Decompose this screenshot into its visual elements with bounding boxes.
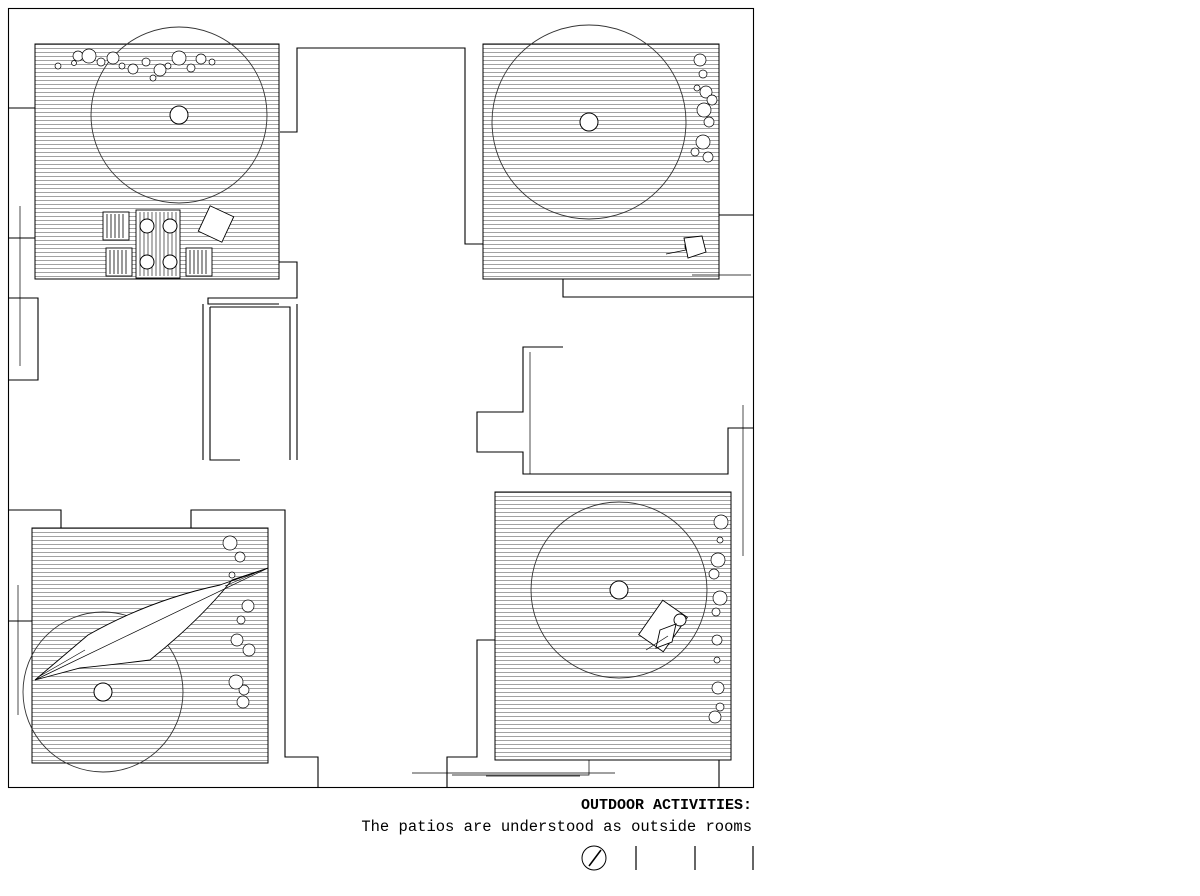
patio-top-right [482,24,720,280]
planting-border [222,535,256,709]
tree-trunk [169,105,189,125]
dining-set [102,205,235,279]
patio-bottom-left [22,527,269,773]
caption-title: OUTDOOR ACTIVITIES: [580,797,752,814]
tree-canopy [90,26,268,204]
site-boundary [7,7,755,789]
chair [197,205,235,243]
planting-border [54,48,216,82]
north-arrow-icon [581,845,607,871]
tree-canopy [491,24,687,220]
tree-trunk [93,682,113,702]
standing-person [665,235,707,259]
scale-bar-icon [635,846,754,870]
tree-trunk [609,580,629,600]
tree-canopy [22,611,184,773]
walls [8,47,753,787]
sun-lounger [638,599,688,653]
patio-bottom-right [494,491,732,761]
patio-top-left [34,26,280,280]
tree-canopy [530,501,708,679]
planting-border [708,514,729,724]
tree-trunk [579,112,599,132]
caption-subtitle: The patios are understood as outside roo… [361,818,752,836]
planting-border [690,53,718,163]
hammock [34,567,269,681]
